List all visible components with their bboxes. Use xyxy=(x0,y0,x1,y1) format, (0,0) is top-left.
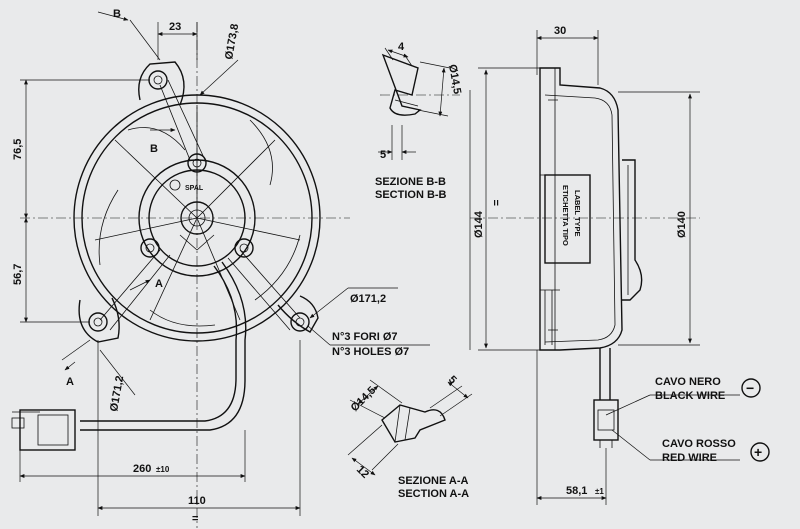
black-wire-label-en: BLACK WIRE xyxy=(655,390,725,402)
dim-bb-4: 4 xyxy=(398,41,405,53)
dim-110: 110 xyxy=(188,495,206,507)
equal-sign-side: = xyxy=(491,200,503,206)
section-aa-title-en: SECTION A-A xyxy=(398,488,469,500)
section-aa-title-it: SEZIONE A-A xyxy=(398,475,469,487)
section-marker-a-mid: A xyxy=(155,278,163,290)
holes-label-en: N°3 HOLES Ø7 xyxy=(332,346,409,358)
section-aa: Ø14,5 5 12 SEZIONE A-A SECTION A-A xyxy=(347,374,473,500)
dim-bb-dia-14-5: Ø14,5 xyxy=(446,63,463,95)
dim-23: 23 xyxy=(169,21,181,33)
section-bb-title-it: SEZIONE B-B xyxy=(375,176,446,188)
label-type-en: LABEL TYPE xyxy=(573,190,582,237)
side-view: ETICHETTA TIPO LABEL TYPE xyxy=(469,67,700,448)
dim-dia-171-2-right: Ø171,2 xyxy=(350,293,386,305)
dim-76-5: 76,5 xyxy=(12,139,24,160)
red-wire-label-en: RED WIRE xyxy=(662,452,717,464)
dim-30: 30 xyxy=(554,25,566,37)
holes-label-it: N°3 FORI Ø7 xyxy=(332,331,398,343)
section-bb: 4 Ø14,5 5 SEZIONE B-B SECTION B-B xyxy=(375,41,463,201)
section-marker-a-low: A xyxy=(66,376,74,388)
dim-aa-5: 5 xyxy=(446,374,459,387)
wire-callouts: CAVO NERO BLACK WIRE − CAVO ROSSO RED WI… xyxy=(605,376,770,464)
dim-aa-12: 12 xyxy=(354,464,371,481)
dim-dia-140: Ø140 xyxy=(676,211,688,238)
section-bb-title-en: SECTION B-B xyxy=(375,189,447,201)
dim-56-7: 56,7 xyxy=(12,264,24,285)
dim-dia-171-2-left: Ø171,2 xyxy=(108,375,126,413)
section-marker-b-mid: B xyxy=(150,143,158,155)
red-wire-sign: + xyxy=(754,444,762,460)
black-wire-sign: − xyxy=(746,380,754,396)
section-marker-b-top: B xyxy=(113,8,121,20)
dim-58-1-tolerance: ±1 xyxy=(595,487,604,496)
brand-logo: SPAL xyxy=(185,185,204,192)
dim-bb-5: 5 xyxy=(380,149,386,161)
red-wire-label-it: CAVO ROSSO xyxy=(662,438,736,450)
dim-aa-dia-14-5: Ø14,5 xyxy=(349,384,379,414)
equal-sign-bottom: = xyxy=(192,513,198,525)
dim-58-1: 58,1 xyxy=(566,485,587,497)
dim-260-tolerance: ±10 xyxy=(156,465,170,474)
side-view-dimensions: 30 Ø144 = Ø140 58,1 ±1 xyxy=(473,25,700,505)
black-wire-label-it: CAVO NERO xyxy=(655,376,721,388)
dim-dia-144: Ø144 xyxy=(473,210,485,238)
dim-260: 260 xyxy=(133,463,151,475)
dim-dia-173-8: Ø173,8 xyxy=(223,23,241,61)
front-view: SPAL xyxy=(11,22,350,528)
label-type-it: ETICHETTA TIPO xyxy=(561,185,570,246)
